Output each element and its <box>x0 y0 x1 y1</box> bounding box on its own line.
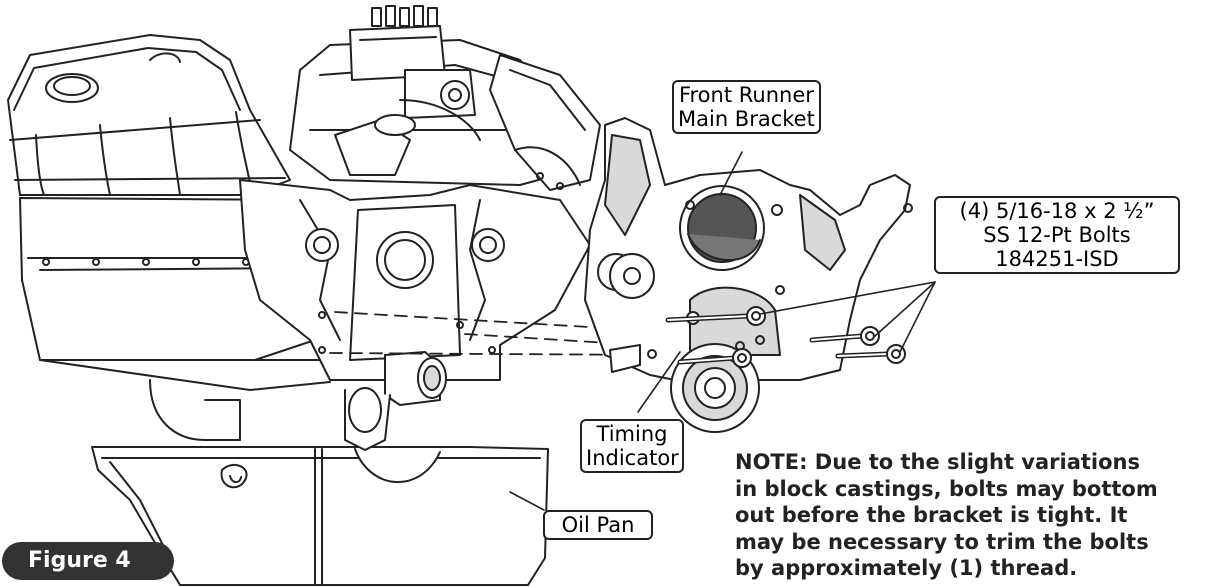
note-line-2: in block castings, bolts may bottom <box>735 476 1158 501</box>
callout-bolts: (4) 5/16-18 x 2 ½” SS 12-Pt Bolts 184251… <box>934 196 1180 274</box>
callout-oil-pan-line1: Oil Pan <box>561 513 635 537</box>
bolt-2 <box>809 326 880 346</box>
bolt-3 <box>835 344 906 364</box>
callout-front-runner-line1: Front Runner <box>678 83 814 107</box>
crankshaft-snout <box>344 351 447 451</box>
bolt-1 <box>665 306 766 326</box>
ss-12pt-bolts <box>665 306 906 368</box>
note-line-3: out before the bracket is tight. It <box>735 503 1128 527</box>
callout-oil-pan: Oil Pan <box>543 510 653 540</box>
callout-timing-indicator: Timing Indicator <box>580 419 684 473</box>
front-runner-main-bracket <box>584 117 913 433</box>
callout-front-runner-main-bracket: Front Runner Main Bracket <box>672 80 821 134</box>
callout-timing-line1: Timing <box>596 422 668 446</box>
left-valve-cover <box>7 34 301 196</box>
callout-bolts-line1: (4) 5/16-18 x 2 ½” <box>959 199 1155 223</box>
installation-note: NOTE: Due to the slight variations in bl… <box>735 449 1211 582</box>
right-valve-cover <box>489 54 601 191</box>
note-line-1: NOTE: Due to the slight variations <box>735 450 1140 474</box>
callout-bolts-line2: SS 12-Pt Bolts <box>983 223 1131 247</box>
callout-timing-line2: Indicator <box>586 446 679 470</box>
oil-pan <box>91 446 549 586</box>
callout-bolts-line3: 184251-ISD <box>995 247 1119 271</box>
note-line-5: by approximately (1) thread. <box>735 556 1078 580</box>
callout-front-runner-line2: Main Bracket <box>678 107 815 131</box>
leader-lines <box>509 151 936 511</box>
bolt-4 <box>677 348 752 368</box>
note-line-4: may be necessary to trim the bolts <box>735 529 1149 554</box>
figure-label: Figure 4 <box>2 542 174 580</box>
engine-front-timing-cover <box>239 179 591 381</box>
